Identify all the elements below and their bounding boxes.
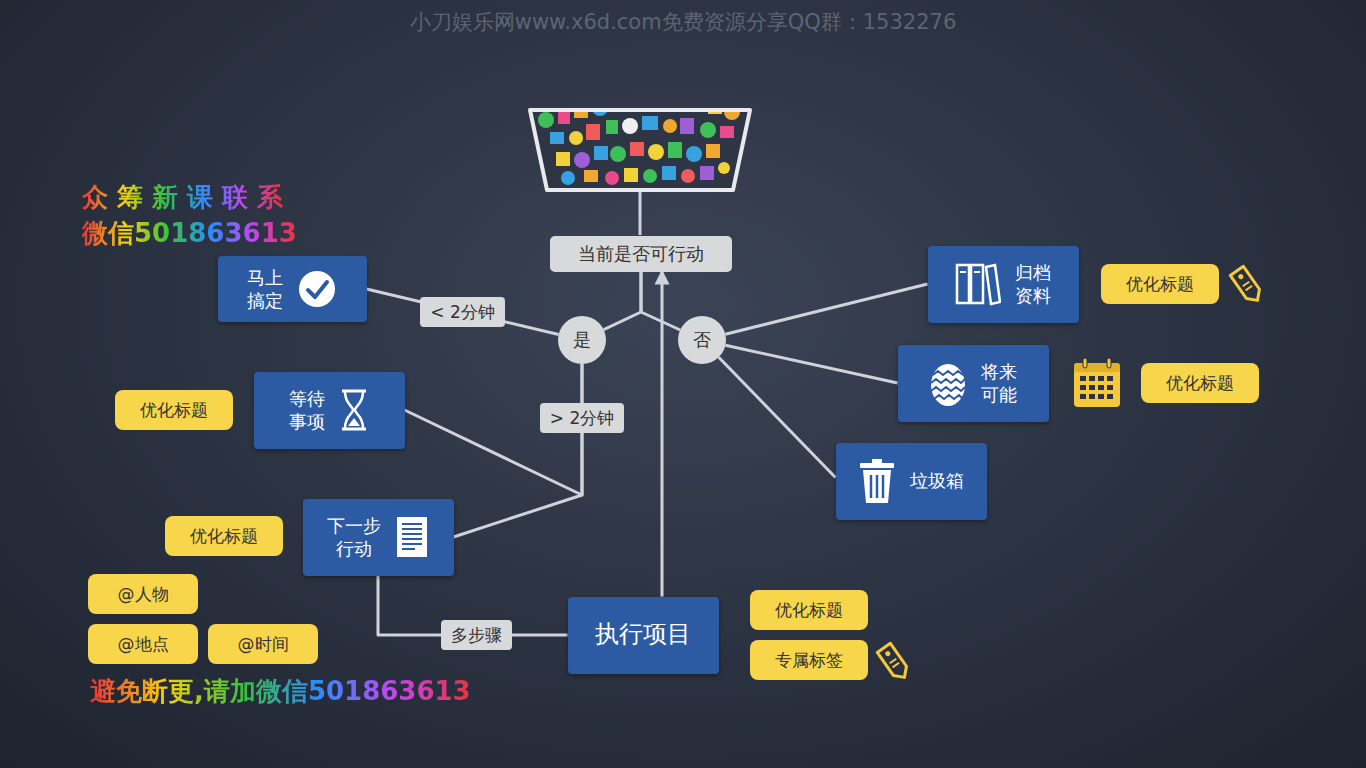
category-box: 归档资料 (928, 246, 1079, 323)
connector (725, 284, 927, 334)
trash-icon (858, 458, 896, 504)
connector (661, 272, 664, 597)
node-text: 是 (573, 328, 591, 351)
node-text: 归档资料 (1015, 261, 1052, 308)
node-text: 当前是否可行动 (578, 242, 704, 265)
node-text: 马上搞定 (247, 266, 284, 313)
connector (367, 289, 559, 335)
node-text: 下一步行动 (327, 514, 382, 561)
connector (719, 357, 836, 477)
node-text: 将来可能 (981, 360, 1018, 407)
tag-label: 优化标题 (1141, 363, 1259, 403)
books-icon (955, 262, 1001, 306)
tag-label: 优化标题 (750, 590, 868, 630)
hourglass-icon (339, 388, 369, 432)
decision-circle: 否 (678, 316, 726, 364)
connector (604, 272, 641, 330)
check-icon (297, 269, 337, 309)
node-text: 优化标题 (1126, 273, 1194, 295)
tag-label: 专属标签 (750, 640, 868, 680)
node-text: 优化标题 (140, 399, 208, 421)
watermark: 小刀娱乐网www.x6d.com免费资源分享QQ群：1532276 (410, 8, 957, 36)
category-box: 马上搞定 (218, 256, 367, 322)
node-text: @地点 (118, 633, 169, 655)
project-box: 执行项目 (568, 597, 719, 674)
edge-label: < 2分钟 (420, 297, 504, 327)
category-box: 将来可能 (898, 345, 1049, 422)
node-text: 否 (693, 328, 711, 351)
tag-label: @人物 (88, 574, 198, 614)
tag-icon (873, 639, 913, 683)
tag-label: @时间 (208, 624, 318, 664)
calendar-icon (1072, 357, 1122, 409)
tag-label: 优化标题 (115, 390, 233, 430)
node-text: 执行项目 (595, 619, 691, 650)
category-box: 下一步行动 (303, 499, 454, 576)
category-box: 垃圾箱 (836, 443, 987, 520)
edge-label: > 2分钟 (540, 403, 624, 433)
node-text: @时间 (238, 633, 289, 655)
node-text: 等待事项 (289, 387, 326, 434)
question-box: 当前是否可行动 (550, 236, 732, 272)
tag-label: 优化标题 (165, 516, 283, 556)
node-text: 专属标签 (775, 649, 843, 671)
node-text: 优化标题 (775, 599, 843, 621)
decision-circle: 是 (558, 316, 606, 364)
watermark: 避免断更,请加微信501863613 (90, 676, 471, 706)
category-box: 等待事项 (254, 372, 405, 449)
edge-label: 多步骤 (441, 620, 512, 650)
node-text: 优化标题 (1166, 372, 1234, 394)
inbox-bucket (520, 80, 760, 240)
node-text: 优化标题 (190, 525, 258, 547)
connector (454, 364, 583, 537)
tag-label: @地点 (88, 624, 198, 664)
watermark: 众 筹 新 课 联 系 (82, 182, 283, 212)
watermark: 微信501863613 (82, 218, 297, 248)
tag-icon (1226, 262, 1266, 306)
node-text: @人物 (118, 583, 169, 605)
connector (725, 345, 897, 383)
tag-label: 优化标题 (1101, 264, 1219, 304)
egg-icon (929, 359, 967, 407)
node-text: 垃圾箱 (910, 469, 964, 492)
doc-icon (395, 515, 429, 559)
